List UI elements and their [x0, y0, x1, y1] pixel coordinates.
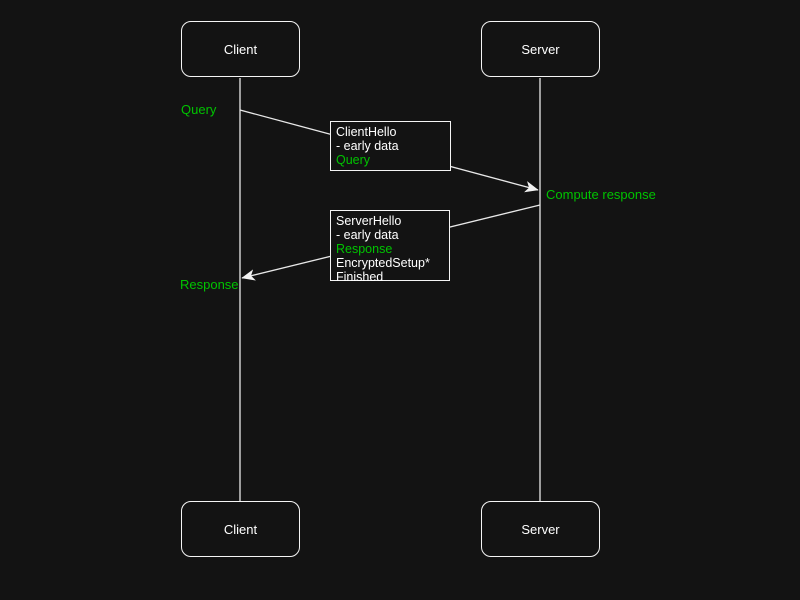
actor-server-bottom-label: Server [521, 521, 560, 537]
label-compute-response: Compute response [546, 187, 656, 202]
actor-server-bottom: Server [481, 501, 600, 557]
actor-client-top-label: Client [223, 41, 258, 57]
actor-client-bottom: Client [181, 501, 300, 557]
actor-client-bottom-label: Client [223, 521, 258, 537]
message-line: Response [336, 242, 393, 256]
message-line: ServerHello [336, 214, 402, 228]
message-line: EncryptedSetup* [336, 256, 430, 270]
message-line: Finished [336, 270, 384, 284]
actor-client-top: Client [181, 21, 300, 77]
label-query: Query [181, 102, 217, 117]
label-response: Response [180, 277, 239, 292]
message-line: - early data [336, 228, 399, 242]
message-box-serverhello: ServerHello - early data Response Encryp… [330, 210, 450, 284]
message-line: ClientHello [336, 125, 397, 139]
message-line: Query [336, 153, 371, 167]
actor-server-top: Server [481, 21, 600, 77]
message-box-clienthello: ClientHello - early data Query [330, 121, 451, 171]
message-line: - early data [336, 139, 399, 153]
actor-server-top-label: Server [521, 41, 560, 57]
